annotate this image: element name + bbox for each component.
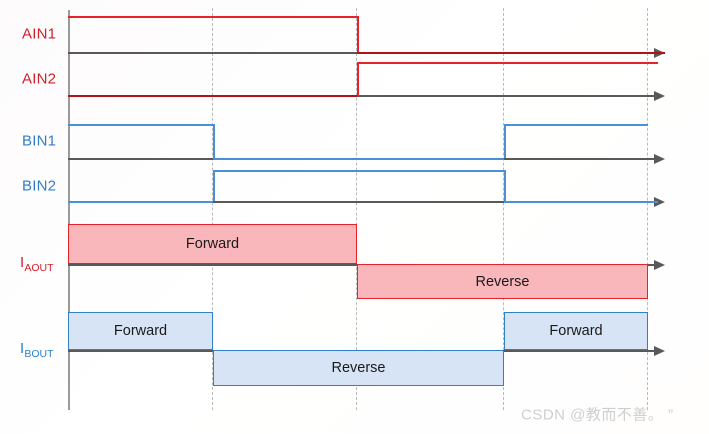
- waveform-ain2-seg-2: [357, 62, 658, 64]
- signal-label-ain2: AIN2: [22, 70, 57, 87]
- waveform-ain1-seg-2: [357, 52, 665, 54]
- waveform-bin2-seg-2: [213, 170, 504, 172]
- baseline-bin2-arrowhead: [654, 197, 665, 207]
- waveform-bin1-edge-3: [504, 124, 506, 158]
- output-block-ibout-forward-1: Forward: [68, 312, 213, 350]
- output-block-ibout-reverse-2: Reverse: [213, 350, 504, 386]
- output-label-ibout: IBOUT: [20, 340, 54, 360]
- vertical-axis: [68, 10, 70, 410]
- gridline-3: [503, 8, 504, 410]
- baseline-ibout-arrowhead: [654, 346, 665, 356]
- waveform-bin1-seg-2: [213, 158, 504, 160]
- waveform-bin1-seg-3: [504, 124, 648, 126]
- output-block-label: Reverse: [475, 273, 530, 290]
- output-block-iaout-reverse-2: Reverse: [357, 264, 648, 299]
- output-block-ibout-forward-3: Forward: [504, 312, 648, 350]
- signal-label-bin1: BIN1: [22, 132, 57, 150]
- baseline-bin1-arrowhead: [654, 154, 665, 164]
- baseline-ain2-arrowhead: [654, 91, 665, 101]
- signal-label-bin2: BIN2: [22, 177, 57, 194]
- waveform-bin2-edge-2: [213, 170, 215, 201]
- baseline-ain2: [68, 95, 656, 97]
- gridline-4: [647, 8, 648, 410]
- baseline-iaout-arrowhead: [654, 260, 665, 270]
- waveform-bin1-edge-2: [213, 124, 215, 158]
- output-block-label: Forward: [113, 323, 168, 339]
- output-label-subscript: AOUT: [24, 262, 54, 274]
- waveform-bin2-seg-1: [68, 201, 213, 203]
- output-label-subscript: BOUT: [24, 348, 54, 360]
- output-label-main: I: [20, 254, 25, 271]
- signal-label-ain1: AIN1: [22, 25, 57, 43]
- waveform-bin2-seg-3: [504, 201, 658, 203]
- waveform-ain2-seg-1: [68, 95, 357, 97]
- output-block-label: Reverse: [331, 360, 386, 376]
- waveform-ain2-edge-2: [357, 62, 359, 95]
- output-block-label: Forward: [185, 236, 240, 252]
- gridline-2: [356, 8, 357, 410]
- waveform-bin2-edge-3: [504, 170, 506, 201]
- waveform-ain1-edge-2: [357, 16, 359, 52]
- output-label-main: I: [20, 340, 25, 357]
- output-block-iaout-forward-1: Forward: [68, 224, 357, 264]
- output-block-label: Forward: [549, 323, 603, 339]
- csdn-watermark: CSDN @教而不善。 ”: [521, 406, 674, 424]
- waveform-ain1-seg-1: [68, 16, 357, 18]
- output-label-iaout: IAOUT: [20, 254, 54, 274]
- gridline-1: [212, 8, 213, 410]
- baseline-bin2: [68, 201, 656, 203]
- waveform-bin1-seg-1: [68, 124, 213, 126]
